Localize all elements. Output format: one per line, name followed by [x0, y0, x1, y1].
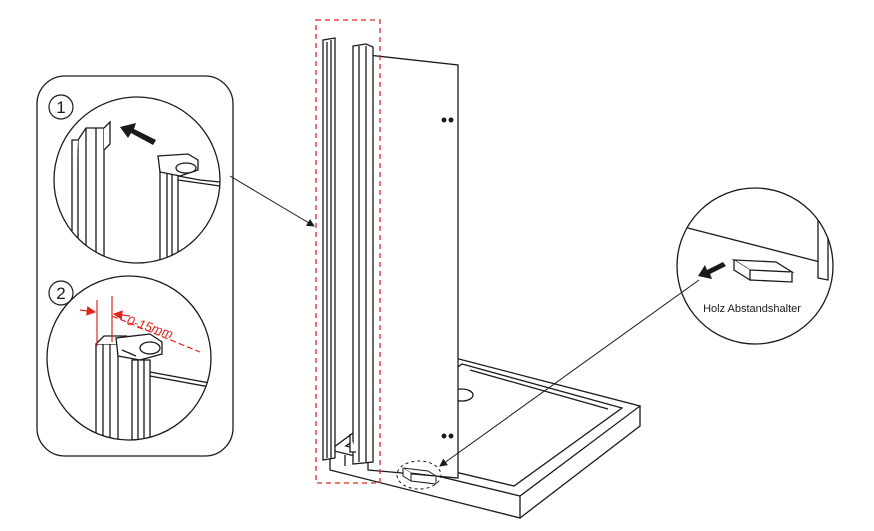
glass-door-panel: [367, 54, 459, 479]
wall-profile: [322, 37, 336, 461]
step-1-number: 1: [56, 98, 65, 117]
highlight-box: [315, 19, 381, 484]
detail-circle-2: [46, 275, 212, 441]
leader-arrow-profile: [229, 175, 315, 227]
detail-circle-1: [53, 96, 221, 264]
spacer-location-marker: [396, 460, 442, 490]
spacer-label: Holz Abstandshalter: [703, 303, 801, 315]
step-1-badge: 1: [48, 94, 74, 120]
step-2-number: 2: [56, 284, 65, 303]
spacer-arrow-icon: [698, 262, 726, 279]
push-arrow-icon: [120, 123, 156, 145]
dimension-marking: [79, 296, 201, 353]
detail-circle-spacer: Holz Abstandshalter: [676, 187, 834, 345]
spacer-block-small: [402, 467, 437, 485]
step-2-badge: 2: [48, 280, 74, 306]
door-seal-profile: [349, 43, 374, 465]
leader-arrow-spacer: [439, 279, 700, 467]
